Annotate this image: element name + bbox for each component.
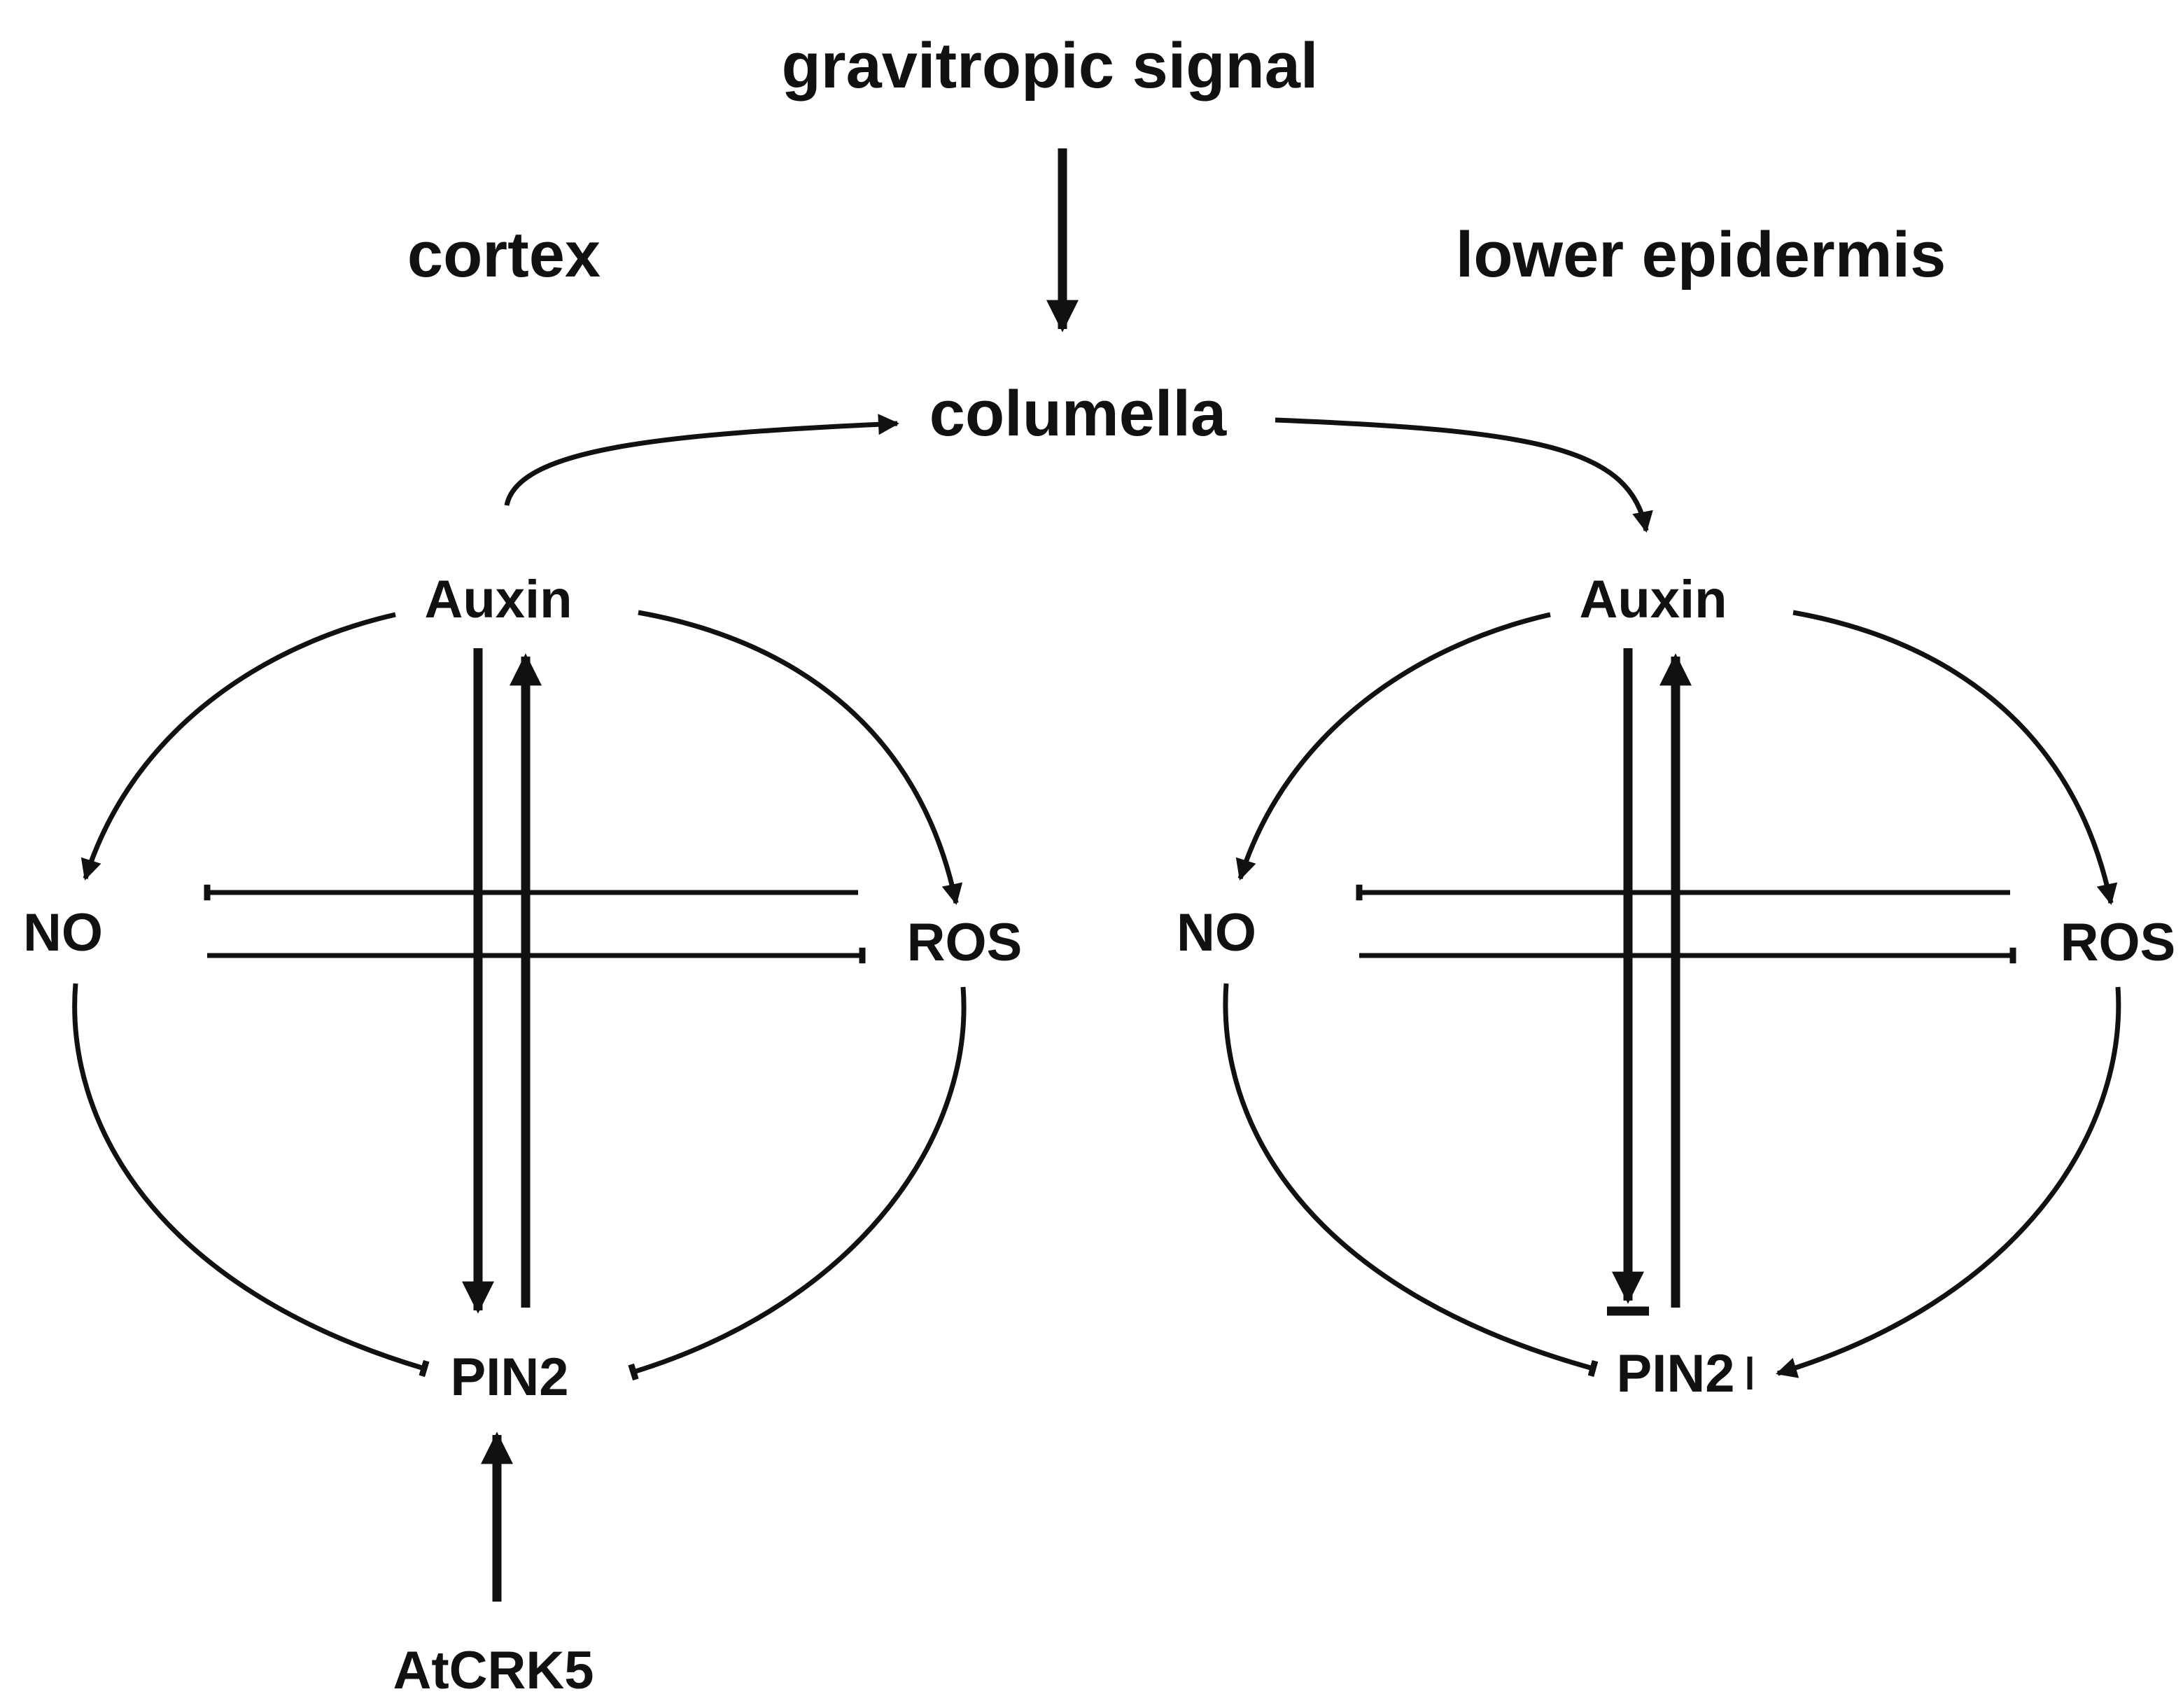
left-no-label: NO (23, 903, 103, 962)
gravitropic-signal-label: gravitropic signal (782, 30, 1319, 102)
right-auxin-to-no-arrow (1235, 612, 1551, 881)
left-no-inhibits-pin2-line (72, 983, 430, 1378)
atcrk5-label: AtCRK5 (393, 1641, 594, 1700)
left-ros-label: ROS (907, 913, 1023, 972)
left-auxin-to-no-arrow (80, 612, 396, 881)
left-ros-inhibits-pin2-line (628, 986, 967, 1381)
lower-epidermis-label: lower epidermis (1456, 219, 1946, 290)
right-ros-to-pin2-arrow (1776, 986, 2121, 1378)
left-panel: Auxin NO ROS PIN2 AtCRK5 (23, 570, 1022, 1700)
right-ros-label: ROS (2061, 913, 2176, 972)
right-auxin-label: Auxin (1579, 570, 1727, 629)
left-pin2-label: PIN2 (451, 1348, 569, 1407)
right-no-inhibits-pin2-line (1223, 983, 1599, 1378)
right-auxin-to-ros-arrow (1792, 610, 2118, 905)
left-auxin-to-ros-arrow (638, 610, 963, 905)
left-auxin-label: Auxin (424, 570, 572, 629)
left-auxin-to-columella-arrow (504, 414, 899, 506)
columella-label: columella (929, 378, 1227, 449)
right-panel: Auxin NO ROS PIN2 (1177, 570, 2175, 1404)
cortex-label: cortex (407, 219, 601, 290)
right-no-label: NO (1177, 903, 1256, 962)
right-pin2-label: PIN2 (1617, 1344, 1735, 1404)
columella-to-right-auxin-arrow (1275, 417, 1653, 533)
